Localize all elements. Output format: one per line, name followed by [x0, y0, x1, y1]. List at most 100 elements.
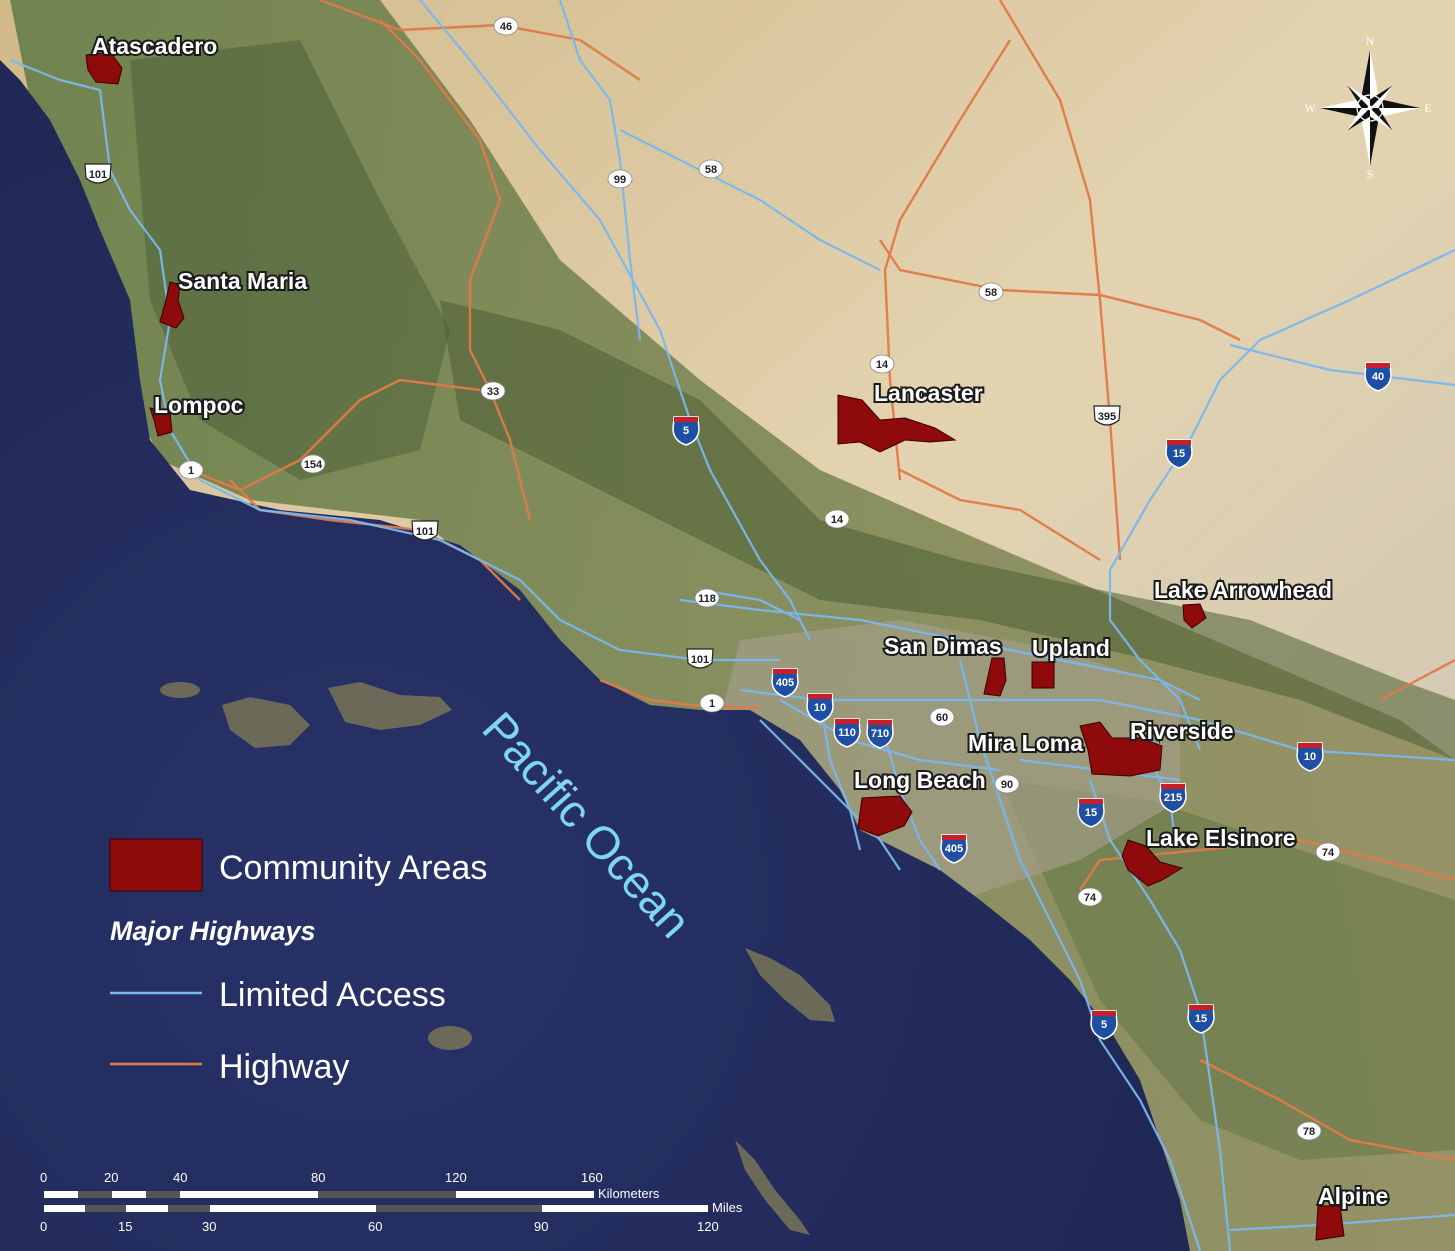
route-number: 10: [1304, 751, 1316, 763]
scale-km-tick-80: 80: [311, 1170, 325, 1185]
legend-limited-access-label: Limited Access: [219, 976, 446, 1014]
channel-islands: [160, 682, 835, 1235]
transverse-ranges: [440, 300, 1455, 760]
state-route-shield-icon: 14: [824, 509, 850, 529]
community-atascadero: [85, 51, 123, 85]
city-label-lancaster: Lancaster: [874, 380, 983, 406]
community-riverside: [1079, 721, 1163, 777]
route-number: 101: [416, 526, 434, 538]
route-number: 60: [936, 712, 948, 724]
city-label-riverside: Riverside: [1130, 718, 1234, 744]
route-number: 405: [776, 677, 794, 689]
interstate-shield-icon: 710: [866, 719, 894, 749]
city-labels: Atascadero Santa Maria Lompoc Lancaster …: [90, 31, 1390, 1211]
scale-mi-tick-120: 120: [697, 1219, 719, 1234]
state-route-shield-icon: 118: [694, 588, 720, 608]
route-number: 15: [1195, 1013, 1207, 1025]
scale-km-tick-160: 160: [581, 1170, 603, 1185]
community-upland: [1031, 661, 1055, 689]
route-number: 14: [876, 359, 889, 371]
state-route-shield-icon: 60: [929, 707, 955, 727]
interstate-shield-icon: 405: [771, 668, 799, 698]
city-label-upland: Upland: [1032, 635, 1110, 661]
interstate-shield-icon: 40: [1364, 362, 1392, 392]
map-legend: Community Areas Major Highways Limited A…: [109, 838, 487, 1086]
state-route-shield-icon: 74: [1077, 887, 1103, 907]
us-route-shield-icon: 395: [1093, 405, 1121, 426]
compass-e: E: [1424, 101, 1431, 115]
us-route-shield-icon: 101: [84, 163, 112, 184]
route-number: 33: [487, 386, 499, 398]
city-label-santa-maria: Santa Maria: [178, 268, 307, 294]
route-number: 405: [945, 843, 963, 855]
city-label-lake-arrowhead: Lake Arrowhead: [1154, 577, 1332, 603]
state-route-shield-icon: 33: [480, 381, 506, 401]
scale-km-tick-120: 120: [445, 1170, 467, 1185]
city-label-san-dimas: San Dimas: [884, 633, 1002, 659]
city-label-mira-loma: Mira Loma: [968, 730, 1083, 756]
compass-n: N: [1366, 34, 1375, 48]
route-number: 154: [304, 459, 323, 471]
route-number: 1: [709, 698, 715, 710]
legend-heading: Major Highways: [110, 916, 316, 946]
state-route-shield-icon: 58: [978, 282, 1004, 302]
legend-highway-label: Highway: [219, 1048, 349, 1086]
state-route-shield-icon: 58: [698, 159, 724, 179]
scale-km-unit: Kilometers: [598, 1186, 660, 1201]
state-route-shield-icon: 99: [607, 169, 633, 189]
route-number: 15: [1085, 807, 1097, 819]
interstate-shield-icon: 215: [1159, 783, 1187, 813]
interstate-shield-icon: 10: [1296, 742, 1324, 772]
route-number: 14: [831, 514, 844, 526]
state-route-shield-icon: 78: [1296, 1121, 1322, 1141]
route-number: 1: [188, 465, 194, 477]
legend-community-label: Community Areas: [219, 849, 487, 887]
scale-mi-tick-30: 30: [202, 1219, 216, 1234]
interstate-shield-icon: 10: [806, 693, 834, 723]
route-number: 101: [691, 654, 709, 666]
scale-mi-tick-60: 60: [368, 1219, 382, 1234]
interstate-shield-icon: 15: [1165, 439, 1193, 469]
route-number: 5: [683, 425, 689, 437]
scale-bar: 0 20 40 80 120 160 Kilometers Miles 0 15…: [40, 1170, 743, 1234]
interstate-shield-icon: 405: [940, 834, 968, 864]
state-route-shield-icon: 154: [300, 454, 326, 474]
legend-community-swatch: [109, 838, 203, 892]
city-label-alpine: Alpine: [1318, 1183, 1388, 1209]
city-label-long-beach: Long Beach: [854, 767, 986, 793]
route-number: 58: [985, 287, 997, 299]
us-route-shield-icon: 101: [686, 648, 714, 669]
community-lake-arrowhead: [1182, 603, 1207, 629]
scale-mi-tick-90: 90: [534, 1219, 548, 1234]
community-long-beach: [857, 795, 913, 837]
city-label-atascadero: Atascadero: [92, 33, 217, 59]
state-route-shield-icon: 1: [178, 460, 204, 480]
community-lancaster: [837, 394, 957, 453]
interstate-shield-icon: 110: [833, 718, 861, 748]
community-alpine: [1315, 1205, 1345, 1241]
scale-mi-bar: [44, 1205, 708, 1212]
peninsular-ranges: [1000, 780, 1455, 1160]
route-number: 46: [500, 21, 512, 33]
route-number: 40: [1372, 371, 1384, 383]
state-route-shield-icon: 14: [869, 354, 895, 374]
scale-km-tick-0: 0: [40, 1170, 47, 1185]
us-route-shield-icon: 101: [411, 520, 439, 541]
city-label-lake-elsinore: Lake Elsinore: [1146, 825, 1296, 851]
santa-lucia-range: [130, 40, 450, 480]
scale-mi-unit: Miles: [712, 1200, 743, 1215]
interstate-shield-icon: 5: [1090, 1010, 1118, 1040]
state-route-shield-icon: 90: [994, 774, 1020, 794]
state-route-shield-icon: 46: [493, 16, 519, 36]
route-number: 710: [871, 728, 889, 740]
interstate-shield-icon: 15: [1187, 1004, 1215, 1034]
interstate-shield-icon: 15: [1077, 798, 1105, 828]
community-san-dimas: [983, 657, 1007, 697]
route-number: 74: [1322, 847, 1335, 859]
scale-km-bar: [44, 1191, 594, 1198]
route-number: 215: [1164, 792, 1182, 804]
route-number: 58: [705, 164, 717, 176]
state-route-shield-icon: 74: [1315, 842, 1341, 862]
scale-km-tick-20: 20: [104, 1170, 118, 1185]
